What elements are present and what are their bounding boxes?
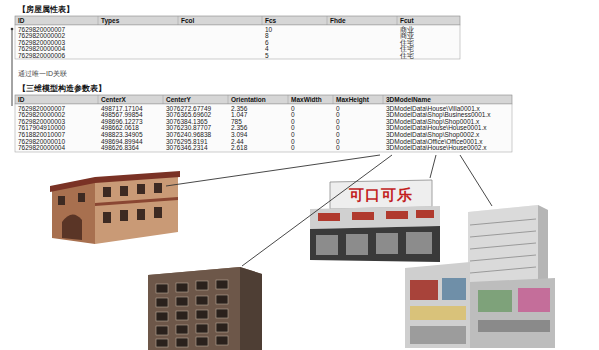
- table-cell: 7629820000006: [18, 53, 65, 60]
- table-cell: 3076240.96838: [166, 132, 211, 139]
- column-header: CenterY: [166, 97, 191, 104]
- column-header: Fcs: [265, 18, 276, 25]
- table-cell: 7618820010007: [18, 132, 65, 139]
- table-cell: 0: [336, 145, 340, 152]
- table-cell: 3076346.2314: [166, 145, 208, 152]
- table-cell: 3DModelData\Office\Office0001.x: [386, 139, 483, 146]
- table-cell: 3DModelData\Shop\Shop0001.x: [386, 119, 479, 126]
- table-cell: 3076295.8191: [166, 139, 208, 146]
- table-cell: 3DModelData\Shop\Business0001.x: [386, 112, 490, 119]
- table-cell: 3DModelData\House\House0002.x: [386, 145, 486, 152]
- table-cell: 0: [336, 132, 340, 139]
- table-cell: 0: [291, 132, 295, 139]
- column-header: MaxHeight: [336, 97, 369, 104]
- table-cell: 0: [291, 125, 295, 132]
- sign-text: 可口可乐: [349, 188, 413, 203]
- column-header: MaxWidth: [291, 97, 322, 104]
- table-cell: 5: [265, 53, 269, 60]
- column-header: ID: [18, 18, 25, 25]
- table-cell: 0: [336, 112, 340, 119]
- table-cell: 0: [291, 112, 295, 119]
- table-cell: 0: [336, 139, 340, 146]
- table-cell: 3DModelData\House\Villa0001.x: [386, 106, 480, 113]
- table-cell: 3076384.1365: [166, 119, 208, 126]
- table-cell: 3.094: [231, 132, 247, 139]
- table-body: [15, 25, 460, 59]
- table-cell: 7629820000004: [18, 145, 65, 152]
- table-title: 【三维模型构造参数表】: [18, 85, 106, 93]
- table-grid: [98, 95, 383, 104]
- column-header: 3DModelName: [386, 97, 431, 104]
- table-cell: 2.618: [231, 145, 247, 152]
- villa-model: [50, 171, 180, 244]
- table-cell: 498823.34905: [101, 132, 143, 139]
- table-cell: 3DModelData\Shop\Shop0002.x: [386, 132, 479, 139]
- leader-line: [12, 29, 492, 266]
- shop-model: [310, 180, 440, 262]
- table-cell: 0: [336, 119, 340, 126]
- table-body: [15, 104, 512, 152]
- table-grid: [98, 16, 397, 25]
- office-model: [405, 205, 555, 348]
- table-cell: 498567.99854: [101, 112, 143, 119]
- table-cell: 7629820000003: [18, 119, 65, 126]
- table-cell: 7629820000002: [18, 112, 65, 119]
- table-cell: 498626.8364: [101, 145, 139, 152]
- column-header: Orientation: [231, 97, 266, 104]
- table-cell: 3076365.69602: [166, 112, 211, 119]
- table-cell: 498694.89944: [101, 139, 143, 146]
- table-cell: 785: [231, 119, 242, 126]
- leader-dot: [11, 28, 14, 31]
- column-header: Fcol: [181, 18, 194, 25]
- table-cell: 2.356: [231, 125, 247, 132]
- column-header: Fhde: [330, 18, 346, 25]
- table-cell: 0: [336, 125, 340, 132]
- table-cell: 3DModelData\House\House0001.x: [386, 125, 486, 132]
- table-cell: 0: [336, 106, 340, 113]
- note-text: 通过唯一ID关联: [18, 70, 67, 77]
- column-header: CenterX: [101, 97, 126, 104]
- table-cell: 7629820000010: [18, 139, 65, 146]
- table-cell: 7629820000007: [18, 106, 65, 113]
- table-title: 【房屋属性表】: [18, 6, 74, 14]
- table-cell: 0: [291, 139, 295, 146]
- table-cell: 3076230.87707: [166, 125, 211, 132]
- table-cell: 住宅: [400, 53, 414, 60]
- apartment-model: [148, 267, 262, 350]
- column-header: Fcut: [400, 18, 414, 25]
- table-header-bar: [15, 16, 460, 25]
- table-cell: 2.356: [231, 106, 247, 113]
- table-cell: 498717.17104: [101, 106, 143, 113]
- table-cell: 3076272.67749: [166, 106, 211, 113]
- table-cell: 0: [291, 145, 295, 152]
- table-cell: 498696.12273: [101, 119, 143, 126]
- table-cell: 1.047: [231, 112, 247, 119]
- table-cell: 0: [291, 119, 295, 126]
- table-cell: 498662.0618: [101, 125, 139, 132]
- column-header: ID: [18, 97, 25, 104]
- table-header-bar: [15, 95, 512, 104]
- column-header: Types: [101, 18, 119, 25]
- table-cell: 2.44: [231, 139, 244, 146]
- table-cell: 0: [291, 106, 295, 113]
- table-cell: 7617904910000: [18, 125, 65, 132]
